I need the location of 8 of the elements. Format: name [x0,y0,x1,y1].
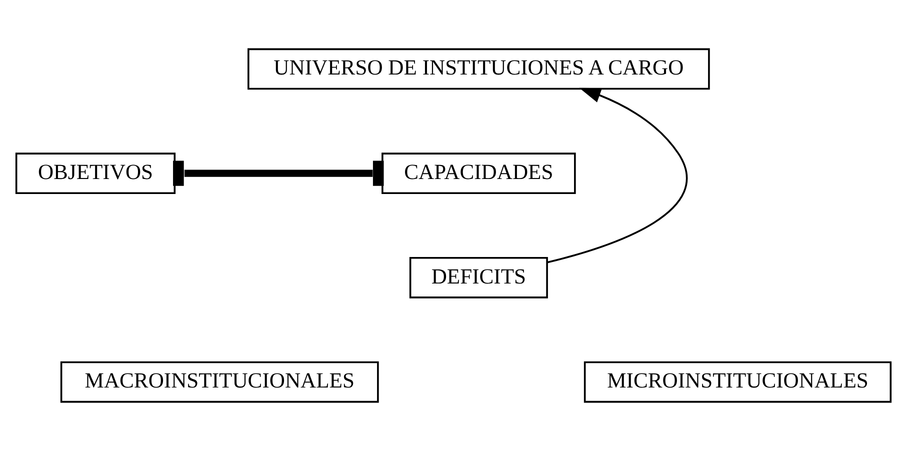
connector [173,160,384,186]
node-box: DEFICITS [409,256,548,298]
node-box: MACROINSTITUCIONALES [60,360,379,402]
node-box: MICROINSTITUCIONALES [584,360,892,402]
node-box: OBJETIVOS [15,152,176,194]
arrow [547,87,688,263]
node-box: CAPACIDADES [382,152,576,194]
node-box: UNIVERSO DE INSTITUCIONES A CARGO [248,48,710,90]
